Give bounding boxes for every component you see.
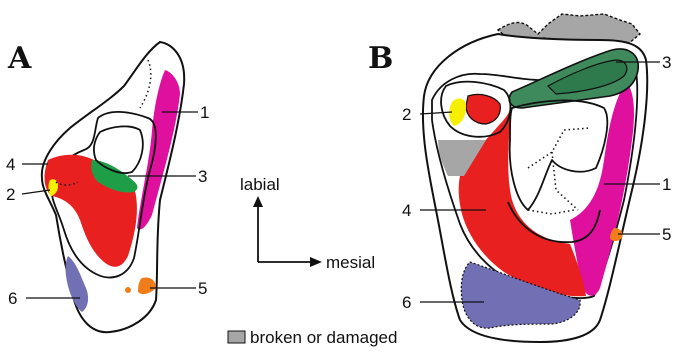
label-b-6: 6 — [402, 293, 411, 312]
label-b-4: 4 — [402, 201, 411, 220]
label-a-3: 3 — [198, 167, 207, 186]
label-a-6: 6 — [8, 289, 17, 308]
mesial-label: mesial — [326, 253, 375, 272]
legend-swatch — [228, 331, 245, 343]
label-a-2: 2 — [6, 185, 15, 204]
mesial-arrow-head — [310, 257, 322, 267]
label-b-2: 2 — [402, 105, 411, 124]
label-b-3: 3 — [662, 53, 671, 72]
label-a-1: 1 — [200, 103, 209, 122]
orientation-indicator: labial mesial — [240, 175, 375, 272]
legend: broken or damaged — [228, 328, 397, 347]
panel-a-letter: A — [7, 41, 32, 76]
panel-a: A 1 4 2 3 5 6 — [6, 41, 209, 332]
panel-b-letter: B — [368, 41, 393, 76]
label-a-4: 4 — [6, 155, 15, 174]
tooth-a-orange-dot — [125, 287, 131, 293]
labial-arrow-head — [253, 196, 263, 207]
panel-b: B — [368, 14, 671, 342]
label-b-5: 5 — [662, 225, 671, 244]
label-b-1: 1 — [662, 175, 671, 194]
labial-label: labial — [240, 175, 280, 194]
legend-label: broken or damaged — [250, 328, 397, 347]
label-a-5: 5 — [198, 279, 207, 298]
